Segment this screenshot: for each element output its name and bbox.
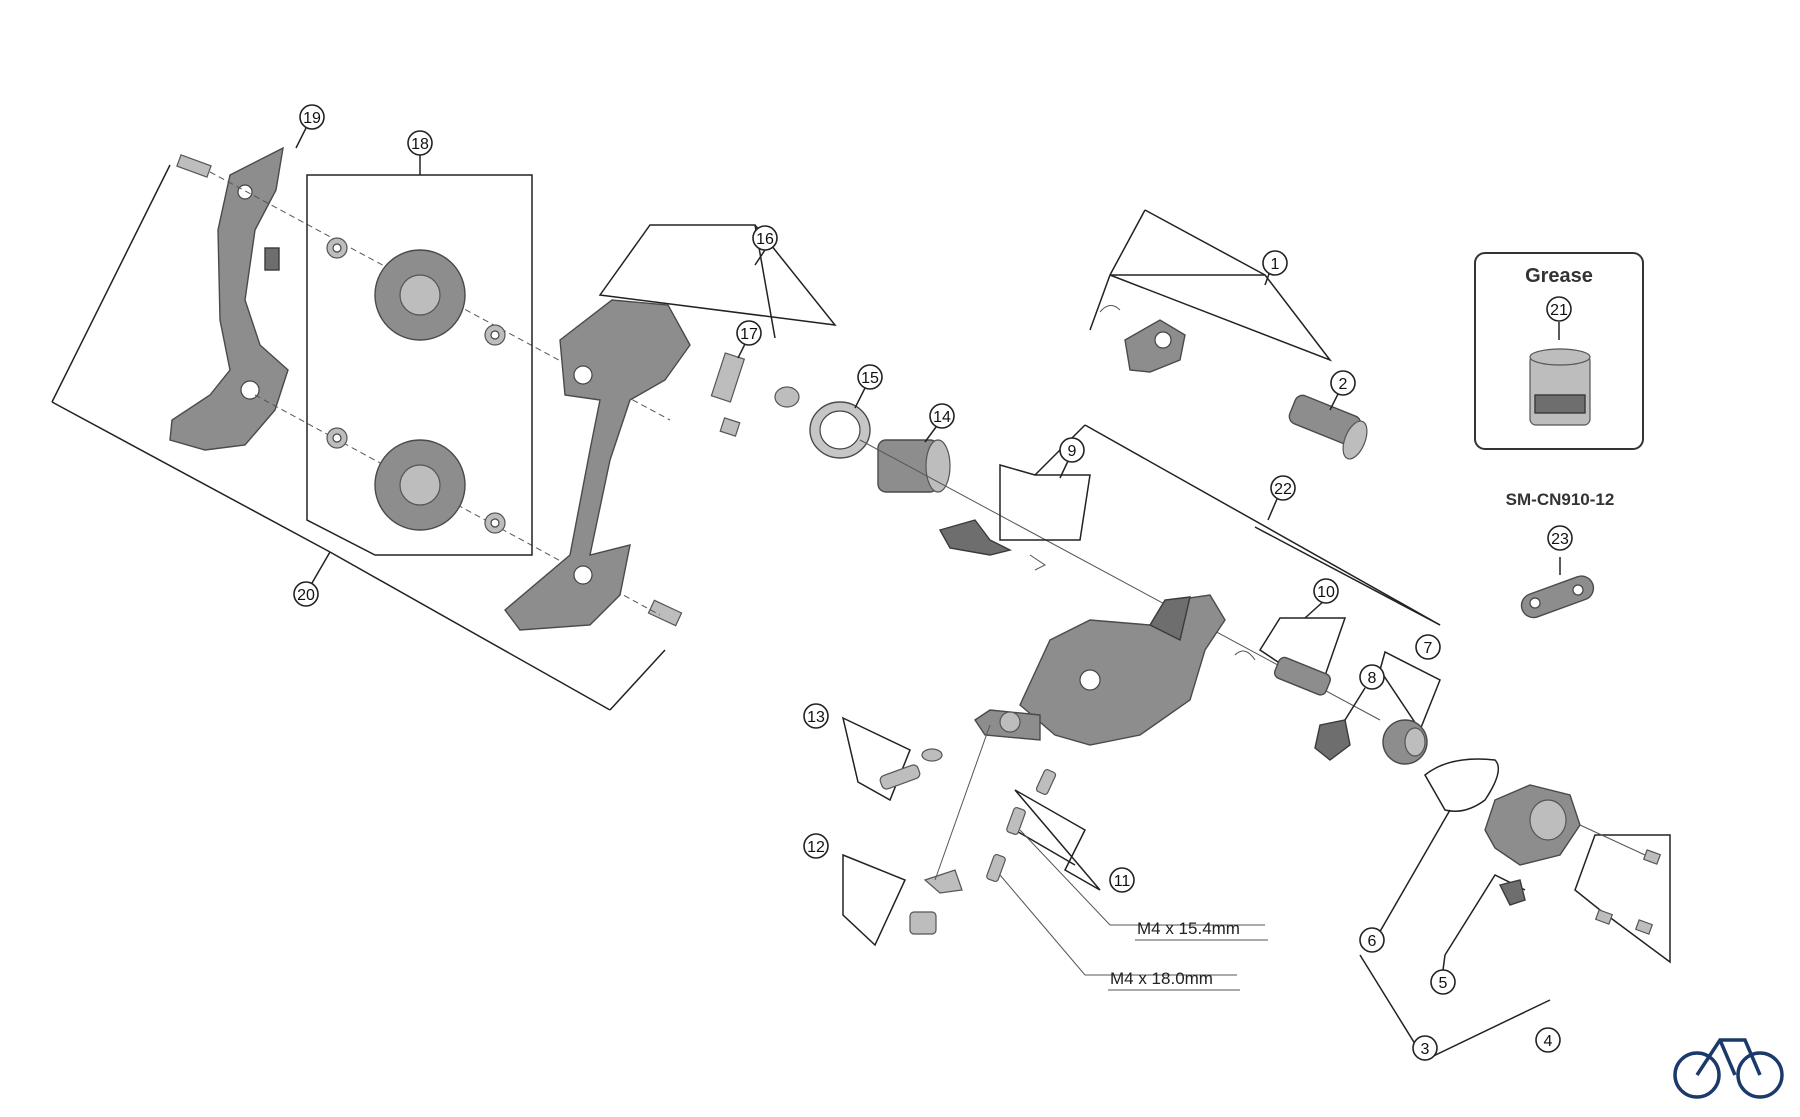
svg-text:7: 7 <box>1424 640 1433 657</box>
callout-22: 22 <box>1270 475 1296 501</box>
svg-text:3: 3 <box>1421 1041 1430 1058</box>
svg-text:15: 15 <box>861 370 879 387</box>
cable-guide-part <box>938 519 1046 571</box>
tension-pulley <box>326 427 506 534</box>
callout-21: 21 <box>1546 296 1572 322</box>
svg-text:19: 19 <box>303 110 321 127</box>
outer-cage-plate <box>51 146 683 711</box>
svg-text:16: 16 <box>756 231 774 248</box>
callout-9: 9 <box>1059 437 1085 463</box>
callout-4: 4 <box>1535 1027 1561 1053</box>
bolt-spec-longer: M4 x 18.0mm <box>1110 969 1213 988</box>
adjust-screws <box>986 768 1057 883</box>
svg-text:13: 13 <box>807 709 825 726</box>
callout-16: 16 <box>752 225 778 251</box>
callout-5: 5 <box>1430 969 1456 995</box>
inner-cage-plate <box>504 224 837 631</box>
grease-title: Grease <box>1525 265 1593 287</box>
link-pin-unit <box>1234 650 1331 696</box>
grease-tub <box>1529 348 1591 426</box>
grease-box: Grease <box>1474 252 1644 450</box>
svg-text:6: 6 <box>1368 933 1377 950</box>
callout-6: 6 <box>1359 927 1385 953</box>
quick-link <box>1520 575 1595 619</box>
cover-screws <box>1594 849 1662 935</box>
b-tension-unit <box>1099 305 1186 373</box>
axle-bushing <box>877 439 951 493</box>
callout-12: 12 <box>803 833 829 859</box>
svg-text:17: 17 <box>740 326 758 343</box>
callout-20: 20 <box>293 581 319 607</box>
callout-19: 19 <box>299 104 325 130</box>
main-body <box>974 594 1226 746</box>
fixing-bolt-unit <box>1288 394 1368 460</box>
bolt-spec-long: M4 x 15.4mm <box>1137 919 1240 938</box>
svg-text:22: 22 <box>1274 481 1292 498</box>
callout-11: 11 <box>1109 867 1135 893</box>
callout-8: 8 <box>1359 664 1385 690</box>
svg-text:20: 20 <box>297 587 315 604</box>
svg-text:21: 21 <box>1550 302 1568 319</box>
svg-text:8: 8 <box>1368 670 1377 687</box>
svg-text:18: 18 <box>411 136 429 153</box>
callout-13: 13 <box>803 703 829 729</box>
callout-14: 14 <box>929 403 955 429</box>
callout-15: 15 <box>857 364 883 390</box>
stopper-pin <box>879 748 943 790</box>
callout-18: 18 <box>407 130 433 156</box>
gasket <box>1424 758 1500 812</box>
svg-text:23: 23 <box>1551 531 1569 548</box>
callout-23: 23 <box>1547 525 1573 551</box>
svg-text:4: 4 <box>1544 1033 1553 1050</box>
chain-model-label: SM-CN910-12 <box>1506 490 1615 509</box>
cover-unit <box>1484 784 1581 906</box>
guide-pulley <box>326 237 506 346</box>
svg-text:5: 5 <box>1439 975 1448 992</box>
stopper-plate-bolt <box>909 869 963 935</box>
callout-10: 10 <box>1313 578 1339 604</box>
callout-7: 7 <box>1415 634 1441 660</box>
svg-text:2: 2 <box>1339 376 1348 393</box>
svg-text:9: 9 <box>1068 443 1077 460</box>
bicycle-icon <box>1673 1038 1784 1099</box>
svg-text:11: 11 <box>1114 873 1131 890</box>
svg-text:14: 14 <box>933 409 951 426</box>
svg-text:10: 10 <box>1317 584 1335 601</box>
spring-unit <box>1314 719 1428 765</box>
spring-cover-ring <box>774 386 871 459</box>
callout-17: 17 <box>736 320 762 346</box>
callout-1: 1 <box>1262 250 1288 276</box>
callout-3: 3 <box>1412 1035 1438 1061</box>
svg-text:1: 1 <box>1271 256 1280 273</box>
svg-text:12: 12 <box>807 839 825 856</box>
callout-2: 2 <box>1330 370 1356 396</box>
